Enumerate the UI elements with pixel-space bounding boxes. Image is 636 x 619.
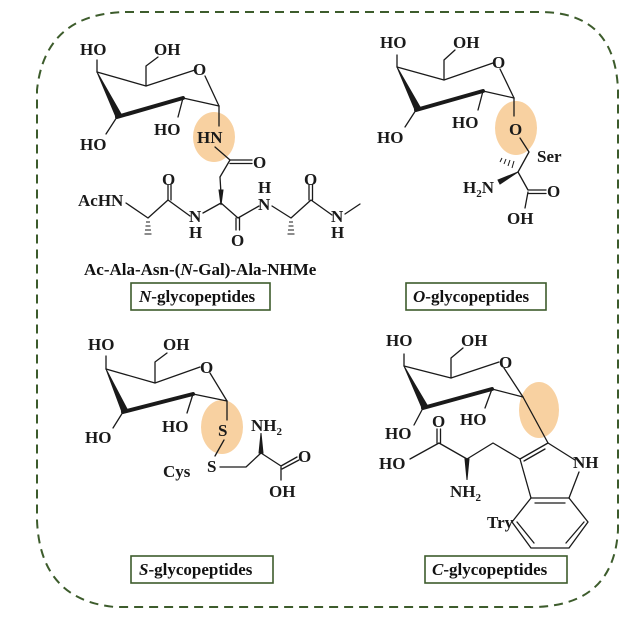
linkage-highlight-o: [495, 101, 537, 155]
atom-label: HO: [452, 113, 478, 132]
linkage-highlight-n: [193, 112, 235, 162]
hashed-bond: [144, 221, 295, 235]
atom-label: HO: [377, 128, 403, 147]
dashed-frame: [36, 11, 619, 608]
linkage-atom-n: HN: [197, 128, 223, 147]
hydroxyl-label: OH: [507, 209, 533, 228]
tag-box-c: [424, 555, 568, 584]
linkage-highlight-c: [519, 382, 559, 438]
carbonyl-o: O: [298, 447, 311, 466]
indole-nh: NH: [573, 453, 599, 472]
amine-label: NH2: [450, 482, 482, 504]
nh-n: N: [258, 195, 271, 214]
nh-h: H: [331, 223, 344, 242]
carbonyl-o: O: [253, 153, 266, 172]
nh-n: N: [331, 207, 344, 226]
atom-label: HO: [385, 424, 411, 443]
tag-box-s: [130, 555, 274, 584]
ring-oxygen-label: O: [200, 358, 213, 377]
residue-label-cys: Cys: [163, 462, 191, 481]
carbonyl-o: O: [231, 231, 244, 250]
nh-n: N: [189, 207, 202, 226]
panel-s-glycopeptides: HO OH O HO HO S S Cys NH2 O OH S-glycope…: [85, 335, 311, 584]
galactose-ring-o: HO OH O HO HO: [377, 33, 515, 147]
amine-label: NH2: [251, 416, 283, 438]
carbonyl-o: O: [432, 412, 445, 431]
nh-h: H: [258, 178, 271, 197]
linkage-atom-o: O: [509, 120, 522, 139]
atom-label: HO: [88, 335, 114, 354]
atom-label: OH: [154, 40, 180, 59]
acid-hydroxyl: HO: [379, 454, 405, 473]
peptide-caption: Ac-Ala-Asn-(N-Gal)-Ala-NHMe: [84, 260, 317, 279]
tag-label-c: C-glycopeptides: [432, 560, 548, 579]
atom-label: HO: [154, 120, 180, 139]
ring-oxygen-label: O: [193, 60, 206, 79]
residue-label-try: Try: [487, 513, 514, 532]
atom-label: HO: [162, 417, 188, 436]
disulfide-s: S: [207, 457, 216, 476]
atom-label: OH: [461, 331, 487, 350]
panel-o-glycopeptides: HO OH O HO HO O Ser H2N O OH O-glycopept…: [377, 33, 562, 311]
carbonyl-o: O: [547, 182, 560, 201]
carbonyl-o: O: [162, 170, 175, 189]
atom-label: HO: [380, 33, 406, 52]
galactose-ring-n: HO OH O HO HO: [80, 40, 220, 154]
linkage-highlight-s: [201, 400, 243, 454]
residue-label-ser: Ser: [537, 147, 562, 166]
atom-label: HO: [80, 135, 106, 154]
panel-n-glycopeptides: HO OH O HO HO HN O AcHN O N H O H N O N …: [78, 40, 361, 311]
tag-box-n: [130, 282, 271, 311]
tag-label-s: S-glycopeptides: [139, 560, 253, 579]
achn-label: AcHN: [78, 191, 124, 210]
panel-c-glycopeptides: HO OH O HO HO NH Try NH2 O HO C-glycopep…: [379, 331, 599, 584]
atom-label: HO: [460, 410, 486, 429]
tag-label-o: O-glycopeptides: [413, 287, 530, 306]
ring-oxygen-label: O: [492, 53, 505, 72]
amine-label: H2N: [463, 178, 495, 200]
tag-box-o: [405, 282, 547, 311]
galactose-ring-c: HO OH O HO HO: [385, 331, 524, 443]
atom-label: OH: [453, 33, 479, 52]
atom-label: OH: [163, 335, 189, 354]
galactose-ring-s: HO OH O HO HO: [85, 335, 228, 447]
atom-label: HO: [386, 331, 412, 350]
hydroxyl-label: OH: [269, 482, 295, 501]
hashed-bond: [499, 157, 515, 169]
atom-label: HO: [80, 40, 106, 59]
linkage-atom-s: S: [218, 421, 227, 440]
carbonyl-o: O: [304, 170, 317, 189]
atom-label: HO: [85, 428, 111, 447]
tag-label-n: N-glycopeptides: [138, 287, 256, 306]
nh-h: H: [189, 223, 202, 242]
ring-oxygen-label: O: [499, 353, 512, 372]
